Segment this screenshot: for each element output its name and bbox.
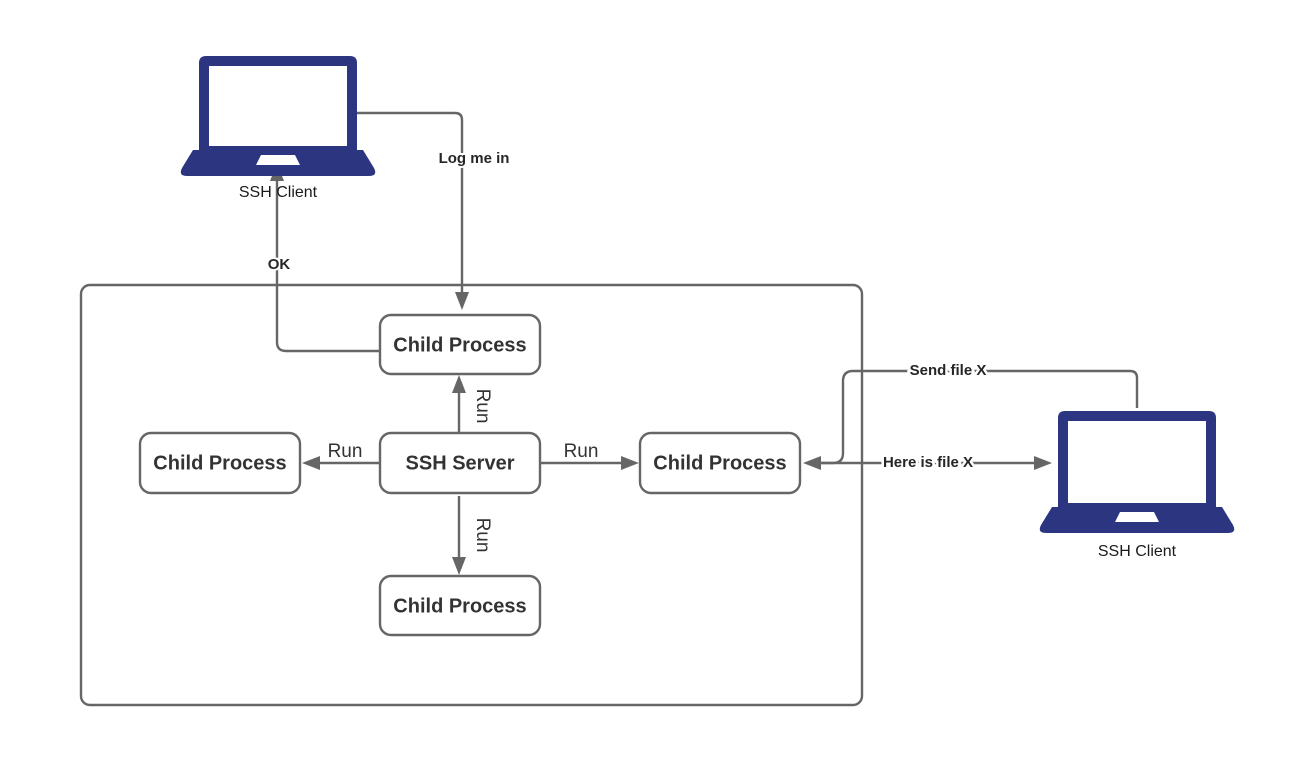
device-client-top[interactable]: SSH Client [180, 56, 376, 201]
ssh-server-label: SSH Server [406, 452, 515, 474]
child-process-top-box[interactable] [378, 313, 542, 376]
laptop-trackpad [1115, 512, 1159, 522]
child-process-top-label: Child Process [393, 334, 526, 356]
laptop-screen-inner [209, 66, 347, 146]
edge-run-left-label: Run [328, 441, 363, 462]
edge-run-up-arrowhead [452, 375, 466, 393]
edge-send-file [818, 369, 1139, 465]
child-process-bottom-label: Child Process [393, 595, 526, 617]
edge-run-right-arrowhead [621, 456, 639, 470]
client-right-label: SSH Client [1098, 543, 1177, 560]
child-process-left-box[interactable] [138, 431, 302, 495]
edge-log-me-in-arrowhead [455, 292, 469, 310]
edge-send-file-label: Send file X [910, 362, 987, 379]
edge-run-down-label: Run [472, 518, 493, 553]
edge-run-down [452, 496, 466, 575]
edge-log-me-in-line [357, 111, 464, 295]
ssh-server-host-container [79, 283, 864, 707]
edge-run-down-arrowhead [452, 557, 466, 575]
edge-run-up-label: Run [472, 389, 493, 424]
node-child-process-bottom[interactable]: Child Process [378, 574, 542, 637]
node-child-process-left[interactable]: Child Process [138, 431, 302, 495]
edge-here-is-file-label: Here is file X [883, 454, 973, 471]
edge-ok-label: OK [268, 256, 291, 273]
child-process-right-label: Child Process [653, 452, 786, 474]
laptop-icon [180, 56, 376, 176]
laptop-icon [1039, 411, 1235, 533]
edge-log-me-in-label: Log me in [439, 150, 510, 167]
edge-run-left [302, 456, 379, 470]
edge-here-is-file-arrowhead-left [803, 456, 821, 470]
device-client-right[interactable]: SSH Client [1039, 411, 1235, 560]
laptop-screen-inner [1068, 421, 1206, 503]
edge-run-left-arrowhead [302, 456, 320, 470]
child-process-bottom-box[interactable] [378, 574, 542, 637]
ssh-server-box[interactable] [378, 431, 542, 495]
edge-send-file-line [818, 369, 1139, 465]
node-child-process-top[interactable]: Child Process [378, 313, 542, 376]
node-child-process-right[interactable]: Child Process [638, 431, 802, 495]
edge-run-right-label: Run [564, 441, 599, 462]
edge-log-me-in [357, 111, 469, 310]
child-process-left-label: Child Process [153, 452, 286, 474]
edge-here-is-file [803, 456, 1052, 470]
edge-run-right [540, 456, 639, 470]
edge-here-is-file-arrowhead-right [1034, 456, 1052, 470]
child-process-right-box[interactable] [638, 431, 802, 495]
client-top-label: SSH Client [239, 184, 318, 201]
laptop-trackpad [256, 155, 300, 165]
edge-ok-line [275, 178, 380, 353]
edge-run-up [452, 375, 466, 432]
node-ssh-server[interactable]: SSH Server [378, 431, 542, 495]
